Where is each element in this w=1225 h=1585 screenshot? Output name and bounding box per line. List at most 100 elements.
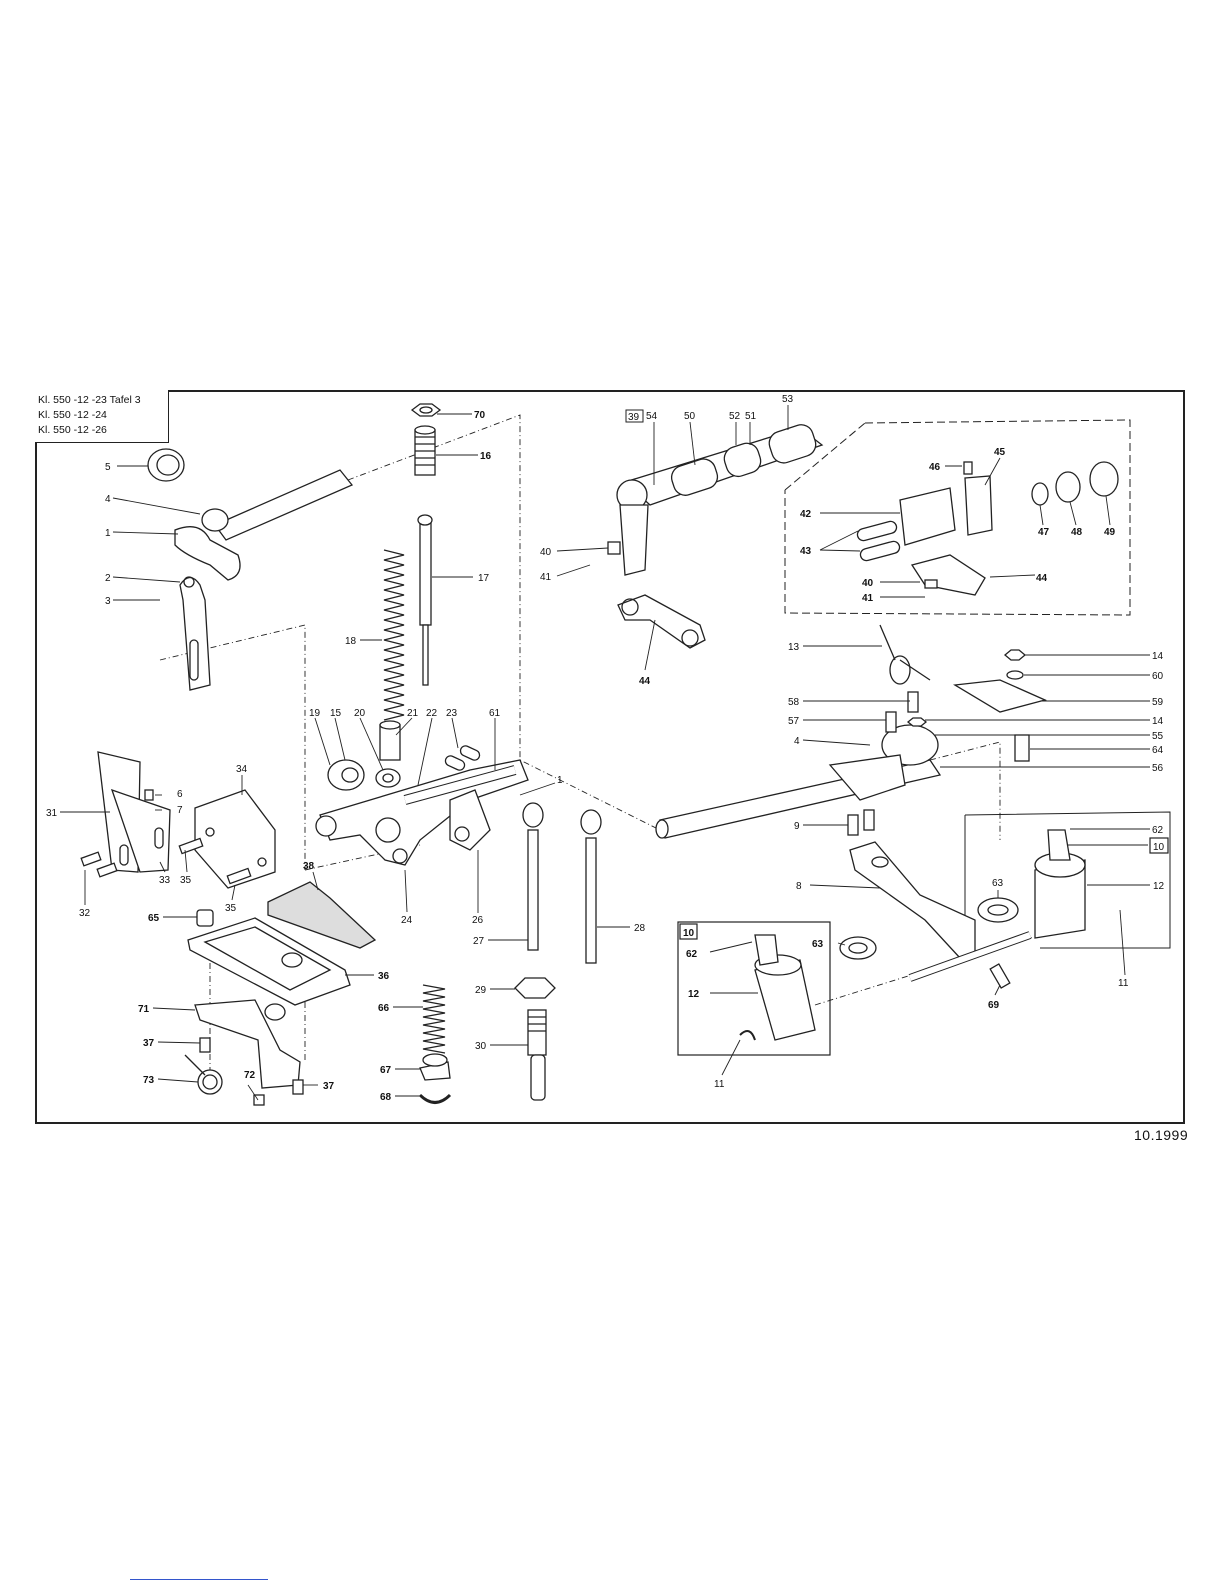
callout-51: 51 [745, 411, 757, 422]
callout-10a: 10 [1153, 842, 1165, 853]
cap-67-ring-68 [418, 1053, 452, 1104]
callout-20: 20 [354, 708, 366, 719]
screw-69 [989, 963, 1011, 989]
bracket-box-10 [964, 811, 1171, 949]
callout-63b: 63 [812, 939, 824, 950]
callout-40b: 40 [862, 578, 874, 589]
callout-1b: 1 [557, 775, 563, 786]
spring-66 [422, 984, 446, 1054]
callout-40a: 40 [540, 547, 552, 558]
callout-34: 34 [236, 764, 248, 775]
bushing-12-inset [739, 934, 877, 1041]
footer-underline [130, 1579, 268, 1580]
callout-26: 26 [472, 915, 484, 926]
callout-45: 45 [994, 447, 1006, 458]
bushing-12-right [977, 829, 1086, 939]
callout-37b: 37 [323, 1081, 335, 1092]
nut-70 [410, 403, 442, 417]
callout-19: 19 [309, 708, 321, 719]
callout-14b: 14 [1152, 716, 1164, 727]
screws-9 [847, 809, 875, 836]
axis-line-left [159, 624, 306, 870]
callout-57: 57 [788, 716, 800, 727]
lever-8 [849, 841, 1032, 982]
callout-21: 21 [407, 708, 419, 719]
callout-73: 73 [143, 1075, 155, 1086]
shaft-assembly-50-54 [616, 424, 824, 576]
box-39 [625, 409, 644, 423]
shaft-4-right [655, 724, 942, 839]
callout-6: 6 [177, 789, 183, 800]
callout-52: 52 [729, 411, 741, 422]
callout-53: 53 [782, 394, 794, 405]
box-10-inset [679, 923, 698, 940]
spring-73 [184, 1054, 223, 1095]
callout-41a: 41 [540, 572, 552, 583]
callout-33: 33 [159, 875, 171, 886]
callout-70: 70 [474, 410, 486, 421]
callout-12b: 12 [688, 989, 700, 1000]
small-parts-37-65-72 [196, 909, 304, 1106]
callout-36: 36 [378, 971, 390, 982]
callout-22: 22 [426, 708, 438, 719]
callout-27: 27 [473, 936, 485, 947]
callout-63a: 63 [992, 878, 1004, 889]
title-line-2: Kl. 550 -12 -24 [38, 409, 107, 421]
callout-1a: 1 [105, 528, 111, 539]
callout-58: 58 [788, 697, 800, 708]
callout-47: 47 [1038, 527, 1050, 538]
callout-28: 28 [634, 923, 646, 934]
callout-30: 30 [475, 1041, 487, 1052]
callout-50: 50 [684, 411, 696, 422]
callout-43: 43 [800, 546, 812, 557]
title-block: Kl. 550 -12 -23 Tafel 3 Kl. 550 -12 -24 … [35, 390, 169, 443]
callout-2: 2 [105, 573, 111, 584]
callout-7: 7 [177, 805, 183, 816]
detail-parts-42-49 [856, 461, 1119, 596]
callout-62b: 62 [686, 949, 698, 960]
callout-15: 15 [330, 708, 342, 719]
callout-5: 5 [105, 462, 111, 473]
callout-4a: 4 [105, 494, 111, 505]
callout-59: 59 [1152, 697, 1164, 708]
callout-labels: 70 16 17 18 5 4 1 2 3 19 15 20 21 22 23 … [46, 394, 1165, 1103]
lever-44-left [617, 594, 706, 649]
ring-5 [147, 448, 185, 482]
callout-54: 54 [646, 411, 658, 422]
callout-12a: 12 [1153, 881, 1165, 892]
callout-4b: 4 [794, 736, 800, 747]
collar-19 [327, 759, 365, 791]
screws-32-35 [80, 789, 252, 885]
callout-14a: 14 [1152, 651, 1164, 662]
lever-assembly-24 [315, 759, 529, 866]
clamp-40-left [607, 541, 621, 555]
shaft-4-left [174, 469, 354, 581]
spring-13 [879, 624, 931, 685]
callout-11b: 11 [714, 1079, 725, 1090]
detail-box-link [784, 422, 866, 491]
callout-23: 23 [446, 708, 458, 719]
callout-29: 29 [475, 985, 487, 996]
callout-44b: 44 [1036, 573, 1048, 584]
callout-55: 55 [1152, 731, 1164, 742]
spring-18 [383, 549, 405, 721]
callout-41b: 41 [862, 593, 874, 604]
inset-box-10 [677, 921, 831, 1056]
carrier-36 [187, 917, 351, 1006]
screw-16 [414, 425, 436, 476]
callout-68: 68 [380, 1092, 392, 1103]
callout-35a: 35 [180, 875, 192, 886]
callout-10b: 10 [683, 928, 695, 939]
plate-59 [953, 679, 1047, 713]
callout-37a: 37 [143, 1038, 155, 1049]
callout-3: 3 [105, 596, 111, 607]
callout-71: 71 [138, 1004, 150, 1015]
callout-42: 42 [800, 509, 812, 520]
plate-38 [267, 881, 377, 949]
callout-44a: 44 [639, 676, 651, 687]
title-line-3: Kl. 550 -12 -26 [38, 424, 107, 436]
pins-27-28 [522, 802, 602, 964]
callout-72: 72 [244, 1070, 256, 1081]
callout-48: 48 [1071, 527, 1083, 538]
callout-46: 46 [929, 462, 941, 473]
